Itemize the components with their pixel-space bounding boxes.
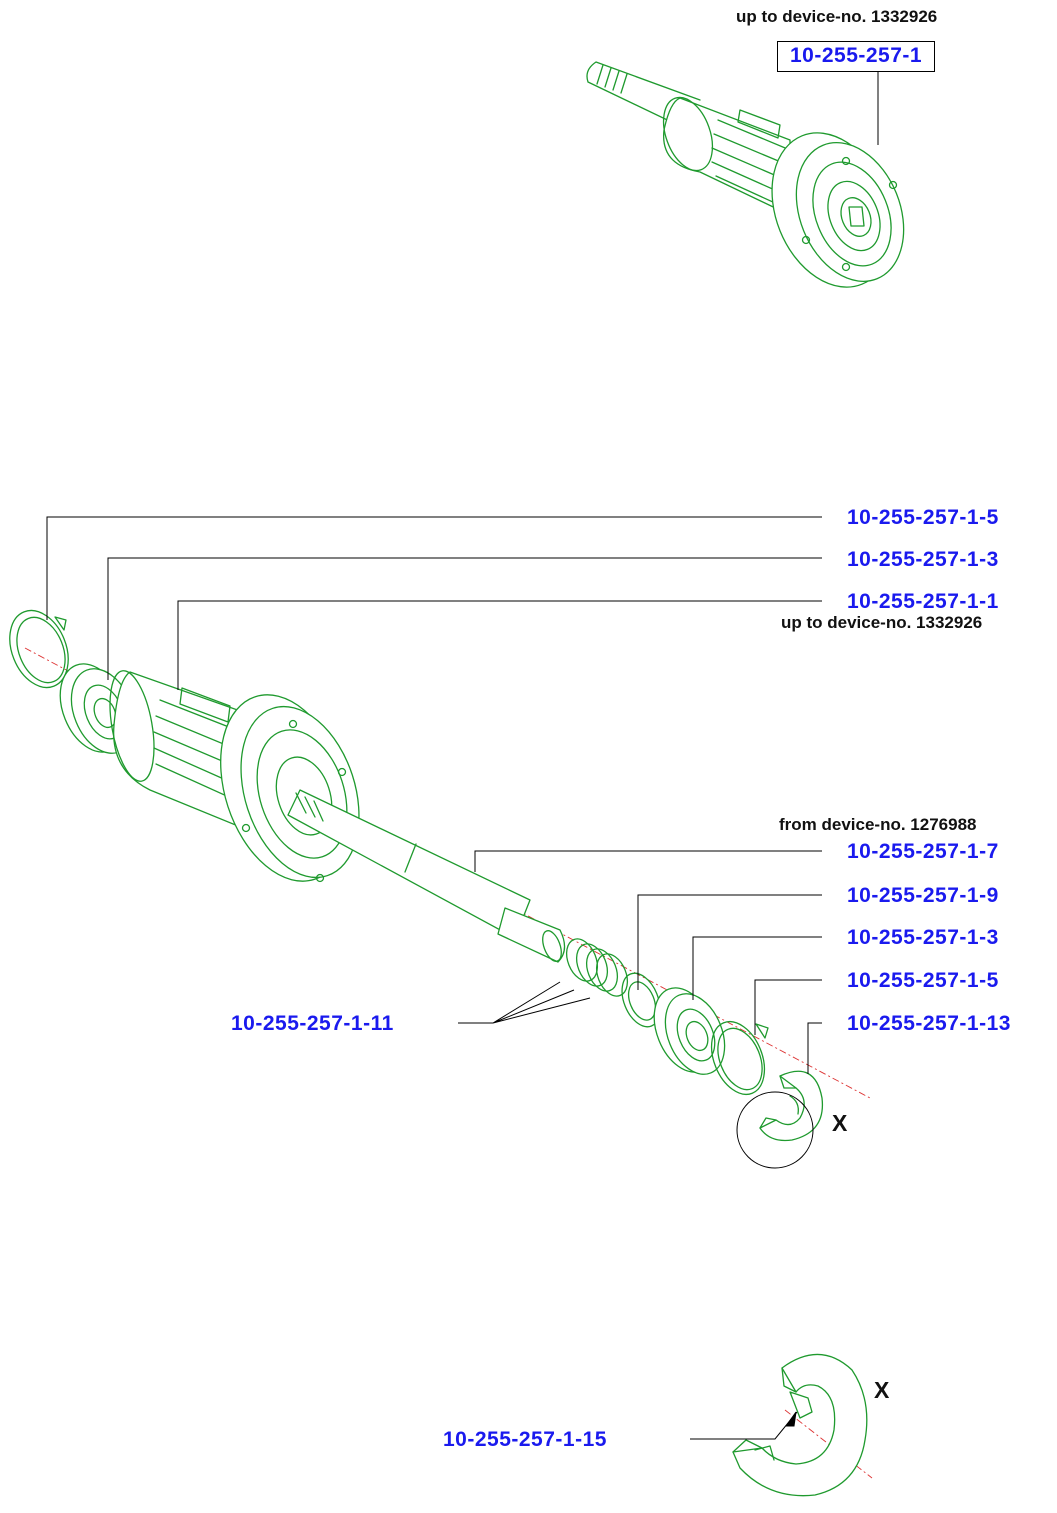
shaft-note: from device-no. 1276988 [779, 815, 977, 834]
detail-marker: X [874, 1377, 890, 1403]
detail-x-circle [736, 1091, 814, 1169]
top-assembly-drawing [586, 61, 905, 288]
exploded-leaders [46, 516, 822, 1074]
detail-x-drawing [732, 1353, 873, 1497]
part-circlip-left[interactable]: 10-255-257-1-5 [847, 506, 999, 529]
exploded-drawing [9, 609, 871, 1169]
housing-note: up to device-no. 1332926 [781, 613, 983, 632]
part-shaft[interactable]: 10-255-257-1-7 [847, 840, 999, 863]
top-assembly-part-no[interactable]: 10-255-257-1 [777, 41, 936, 72]
part-washer[interactable]: 10-255-257-1-9 [847, 884, 999, 907]
part-springs[interactable]: 10-255-257-1-11 [231, 1012, 394, 1035]
part-seal[interactable]: 10-255-257-1-13 [847, 1012, 1011, 1035]
part-bearing-right[interactable]: 10-255-257-1-3 [847, 926, 999, 949]
part-circlip-right[interactable]: 10-255-257-1-5 [847, 969, 999, 992]
part-lip[interactable]: 10-255-257-1-15 [443, 1428, 607, 1451]
part-bearing-left[interactable]: 10-255-257-1-3 [847, 548, 999, 571]
top-assembly-note: up to device-no. 1332926 [736, 7, 938, 26]
part-housing[interactable]: 10-255-257-1-1 [847, 590, 999, 613]
detail-marker-exploded: X [832, 1110, 848, 1136]
leader-detail-lip [690, 1411, 798, 1440]
